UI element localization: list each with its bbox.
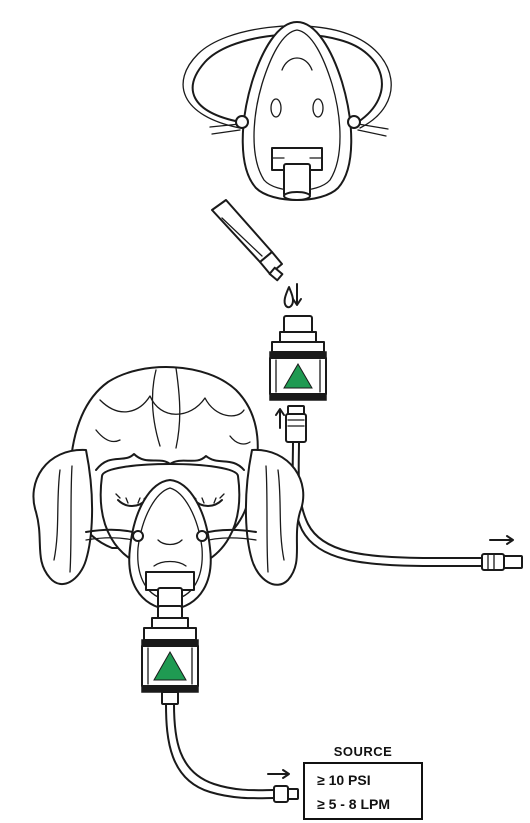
arrow-right-icon-lower [268, 770, 289, 778]
arrow-down-icon [293, 284, 301, 305]
child-wearing-mask [33, 367, 303, 610]
arrow-up-icon [276, 409, 284, 428]
source-pressure-text: ≥ 10 PSI [317, 772, 371, 788]
source-title: SOURCE [303, 744, 423, 759]
source-flow-text: ≥ 5 - 8 LPM [317, 796, 390, 812]
aerosol-mask [183, 22, 391, 200]
nebulizer-cup-upper [270, 316, 326, 400]
nebulizer-cup-lower [142, 606, 198, 704]
source-requirements-box: ≥ 10 PSI ≥ 5 - 8 LPM [303, 762, 423, 820]
tubing-upper [286, 406, 522, 570]
medication-vial [212, 200, 282, 280]
tubing-lower [166, 704, 298, 802]
medication-drop-icon [285, 287, 293, 307]
arrow-right-icon-upper [490, 536, 513, 544]
